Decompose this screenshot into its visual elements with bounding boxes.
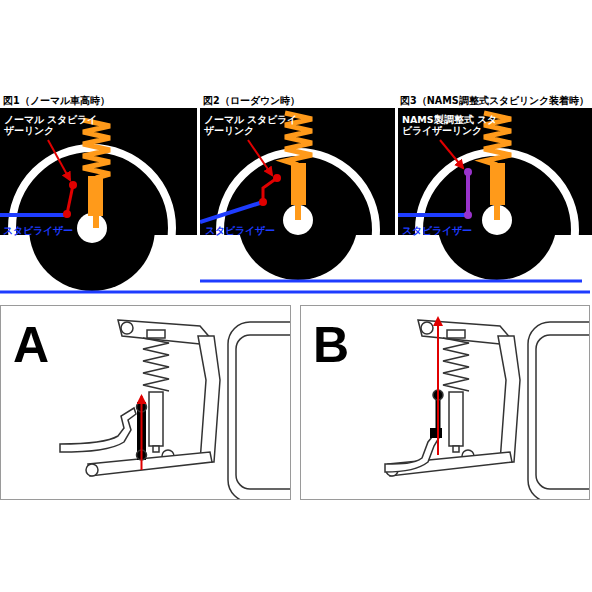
tire-inner bbox=[536, 335, 589, 489]
link-joint bbox=[273, 174, 281, 182]
lowered-panel: 図2（ローダウン時） ノーマル スタビライザーリンクスタビライザー bbox=[200, 95, 395, 295]
part-label: スタビライザー bbox=[402, 226, 472, 237]
link-a-drawing bbox=[60, 320, 290, 499]
stabilizer-link bbox=[263, 178, 277, 202]
link-joint bbox=[69, 181, 77, 189]
spring-mount bbox=[147, 330, 165, 338]
link-joint bbox=[63, 210, 71, 218]
adjustable-link-panel bbox=[398, 108, 592, 283]
link-joint bbox=[430, 428, 442, 438]
coil-spring bbox=[143, 338, 169, 391]
ground-line bbox=[0, 291, 590, 294]
upper-arm bbox=[418, 320, 512, 344]
shock-absorber bbox=[149, 392, 163, 446]
knuckle bbox=[198, 336, 220, 462]
part-callout: NAMS製調整式 スタビライザーリンク bbox=[402, 115, 502, 137]
lower-arm bbox=[88, 452, 212, 476]
force-arrow bbox=[437, 318, 439, 455]
shock-absorber bbox=[449, 392, 463, 446]
part-label: スタビライザー bbox=[205, 226, 275, 237]
leader-line bbox=[48, 140, 70, 180]
normal-height-panel: 図1（ノーマル車高時） ノーマル スタビライザーリンクスタビライザー bbox=[0, 95, 197, 295]
shock-absorber bbox=[88, 176, 103, 216]
upper-arm bbox=[118, 320, 212, 344]
stabilizer-bar bbox=[398, 213, 468, 217]
comparison-panel: B bbox=[300, 305, 590, 500]
figure-title: 図3（NAMS調整式スタビリンク装着時） bbox=[400, 95, 589, 106]
link-joint bbox=[464, 211, 472, 219]
tire-inner bbox=[236, 335, 290, 489]
normal-height-panel bbox=[0, 108, 197, 294]
figure-title: 図1（ノーマル車高時） bbox=[3, 95, 110, 106]
leader-line bbox=[440, 140, 463, 168]
coil-spring bbox=[443, 338, 469, 391]
adjustable-link-panel: 図3（NAMS調整式スタビリンク装着時） NAMS製調整式 スタビライザーリンクス… bbox=[398, 95, 592, 295]
adjustable-link bbox=[466, 172, 470, 215]
wheel-arch bbox=[220, 152, 376, 283]
part-label: スタビライザー bbox=[3, 226, 73, 237]
force-arrow bbox=[141, 396, 143, 470]
figure-title: 図2（ローダウン時） bbox=[203, 95, 300, 106]
wheel bbox=[437, 160, 557, 280]
wheel-arch bbox=[419, 152, 575, 283]
arm-bushing bbox=[421, 322, 433, 334]
shock-rod bbox=[153, 446, 159, 452]
shock-absorber bbox=[490, 163, 505, 205]
link-joint bbox=[464, 168, 472, 176]
spring-mount bbox=[447, 330, 465, 338]
panel-letter: A bbox=[13, 320, 49, 370]
shock-rod bbox=[494, 203, 500, 220]
link-joint bbox=[259, 198, 267, 206]
stabilizer-link bbox=[67, 185, 73, 214]
shock-rod bbox=[93, 214, 99, 228]
link-b-drawing bbox=[385, 318, 589, 499]
part-callout: ノーマル スタビライザーリンク bbox=[4, 115, 104, 137]
shock-rod bbox=[295, 203, 301, 220]
tire bbox=[228, 322, 290, 499]
fender-body bbox=[398, 108, 592, 235]
stabilizer-bar bbox=[60, 408, 136, 452]
shock-absorber bbox=[291, 163, 306, 205]
wheel bbox=[238, 160, 358, 280]
shock-rod bbox=[453, 446, 459, 452]
arm-bushing bbox=[121, 322, 133, 334]
coil-spring bbox=[83, 120, 110, 178]
part-callout: ノーマル スタビライザーリンク bbox=[204, 115, 304, 137]
leader-line bbox=[248, 140, 272, 175]
tire bbox=[528, 322, 589, 499]
wheel-hub bbox=[77, 213, 107, 243]
stabilizer-bar bbox=[0, 213, 67, 217]
ground-line bbox=[200, 280, 582, 283]
panel-letter: B bbox=[313, 320, 349, 370]
comparison-panel: A bbox=[0, 305, 291, 500]
lowered-panel bbox=[200, 108, 395, 283]
arm-bushing bbox=[86, 464, 98, 476]
stabilizer-bar bbox=[200, 202, 263, 222]
knuckle bbox=[498, 336, 520, 462]
fender-body bbox=[200, 108, 395, 235]
